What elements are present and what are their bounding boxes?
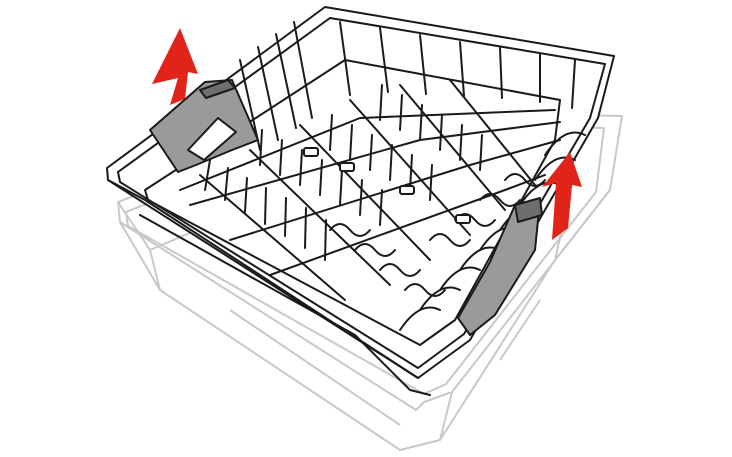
ghost-side-left bbox=[117, 201, 161, 291]
left-handle-body bbox=[149, 79, 259, 173]
left-release-handle bbox=[149, 79, 259, 173]
back-wall-tines bbox=[239, 21, 576, 151]
ghost-wheel-rail-2 bbox=[499, 299, 541, 361]
lift-arrow-right bbox=[542, 152, 582, 240]
ghost-side-right bbox=[439, 189, 611, 441]
lift-arrow-left bbox=[152, 28, 198, 105]
rack-tines bbox=[204, 84, 483, 261]
right-handle-cap bbox=[514, 197, 543, 223]
rack-front-band-lower bbox=[139, 214, 431, 396]
rack-row-rails bbox=[199, 79, 536, 301]
ghost-wheel-rail bbox=[229, 309, 401, 426]
rack-clips bbox=[303, 147, 471, 224]
left-handle-cap bbox=[199, 79, 236, 99]
right-release-handle bbox=[457, 197, 543, 336]
left-handle-grip-hole bbox=[187, 117, 237, 161]
